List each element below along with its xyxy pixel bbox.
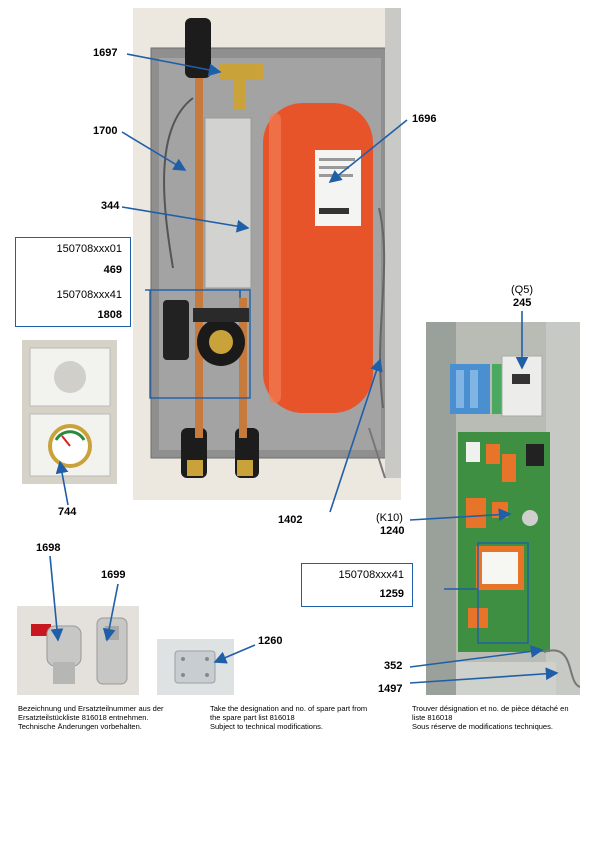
label-744: 744 — [58, 506, 77, 518]
label-1699: 1699 — [101, 569, 126, 581]
footer-german: Bezeichnung und Ersatzteilnummer aus der… — [18, 704, 198, 731]
footer-en-line-2: the spare part list 816018 — [210, 713, 295, 722]
footer-en-line-3: Subject to technical modifications. — [210, 722, 323, 731]
label-1697: 1697 — [93, 47, 118, 59]
label-1497: 1497 — [378, 683, 403, 695]
thermometer-photo — [22, 340, 117, 484]
part-number-box-main: 150708xxx01 469 150708xxx41 1808 — [15, 237, 131, 327]
label-1698: 1698 — [36, 542, 61, 554]
box-main-num-2: 1808 — [97, 309, 122, 321]
label-1700: 1700 — [93, 125, 118, 137]
footer-de-line-1: Bezeichnung und Ersatzteilnummer aus der — [18, 704, 164, 713]
footer-fr-line-2: liste 816018 — [412, 713, 453, 722]
footer-de-line-3: Technische Änderungen vorbehalten. — [18, 722, 142, 731]
main-unit-photo — [133, 8, 401, 500]
valves-photo — [17, 606, 139, 695]
label-1240: 1240 — [380, 525, 405, 537]
label-k10: (K10) — [376, 512, 403, 524]
footer-fr-line-3: Sous réserve de modifications techniques… — [412, 722, 553, 731]
junction-box-photo — [157, 639, 234, 695]
box-main-num-1: 469 — [103, 264, 122, 276]
label-245: 245 — [513, 297, 532, 309]
footer-de-line-2: Ersatzteilstückliste 816018 entnehmen. — [18, 713, 149, 722]
label-1696: 1696 — [412, 113, 437, 125]
box-pcb-num: 1259 — [379, 588, 404, 600]
label-344: 344 — [101, 200, 120, 212]
label-1260: 1260 — [258, 635, 283, 647]
box-pcb-code: 150708xxx41 — [338, 569, 404, 581]
footer-english: Take the designation and no. of spare pa… — [210, 704, 390, 731]
control-board-photo — [426, 322, 580, 695]
footer-french: Trouver désignation et no. de pièce déta… — [412, 704, 592, 731]
footer-en-line-1: Take the designation and no. of spare pa… — [210, 704, 368, 713]
label-352: 352 — [384, 660, 403, 672]
label-q5: (Q5) — [511, 284, 533, 296]
label-1402: 1402 — [278, 514, 303, 526]
box-main-code-1: 150708xxx01 — [56, 243, 122, 255]
footer-fr-line-1: Trouver désignation et no. de pièce déta… — [412, 704, 569, 713]
part-number-box-pcb: 150708xxx41 1259 — [301, 563, 413, 607]
box-main-code-2: 150708xxx41 — [56, 289, 122, 301]
